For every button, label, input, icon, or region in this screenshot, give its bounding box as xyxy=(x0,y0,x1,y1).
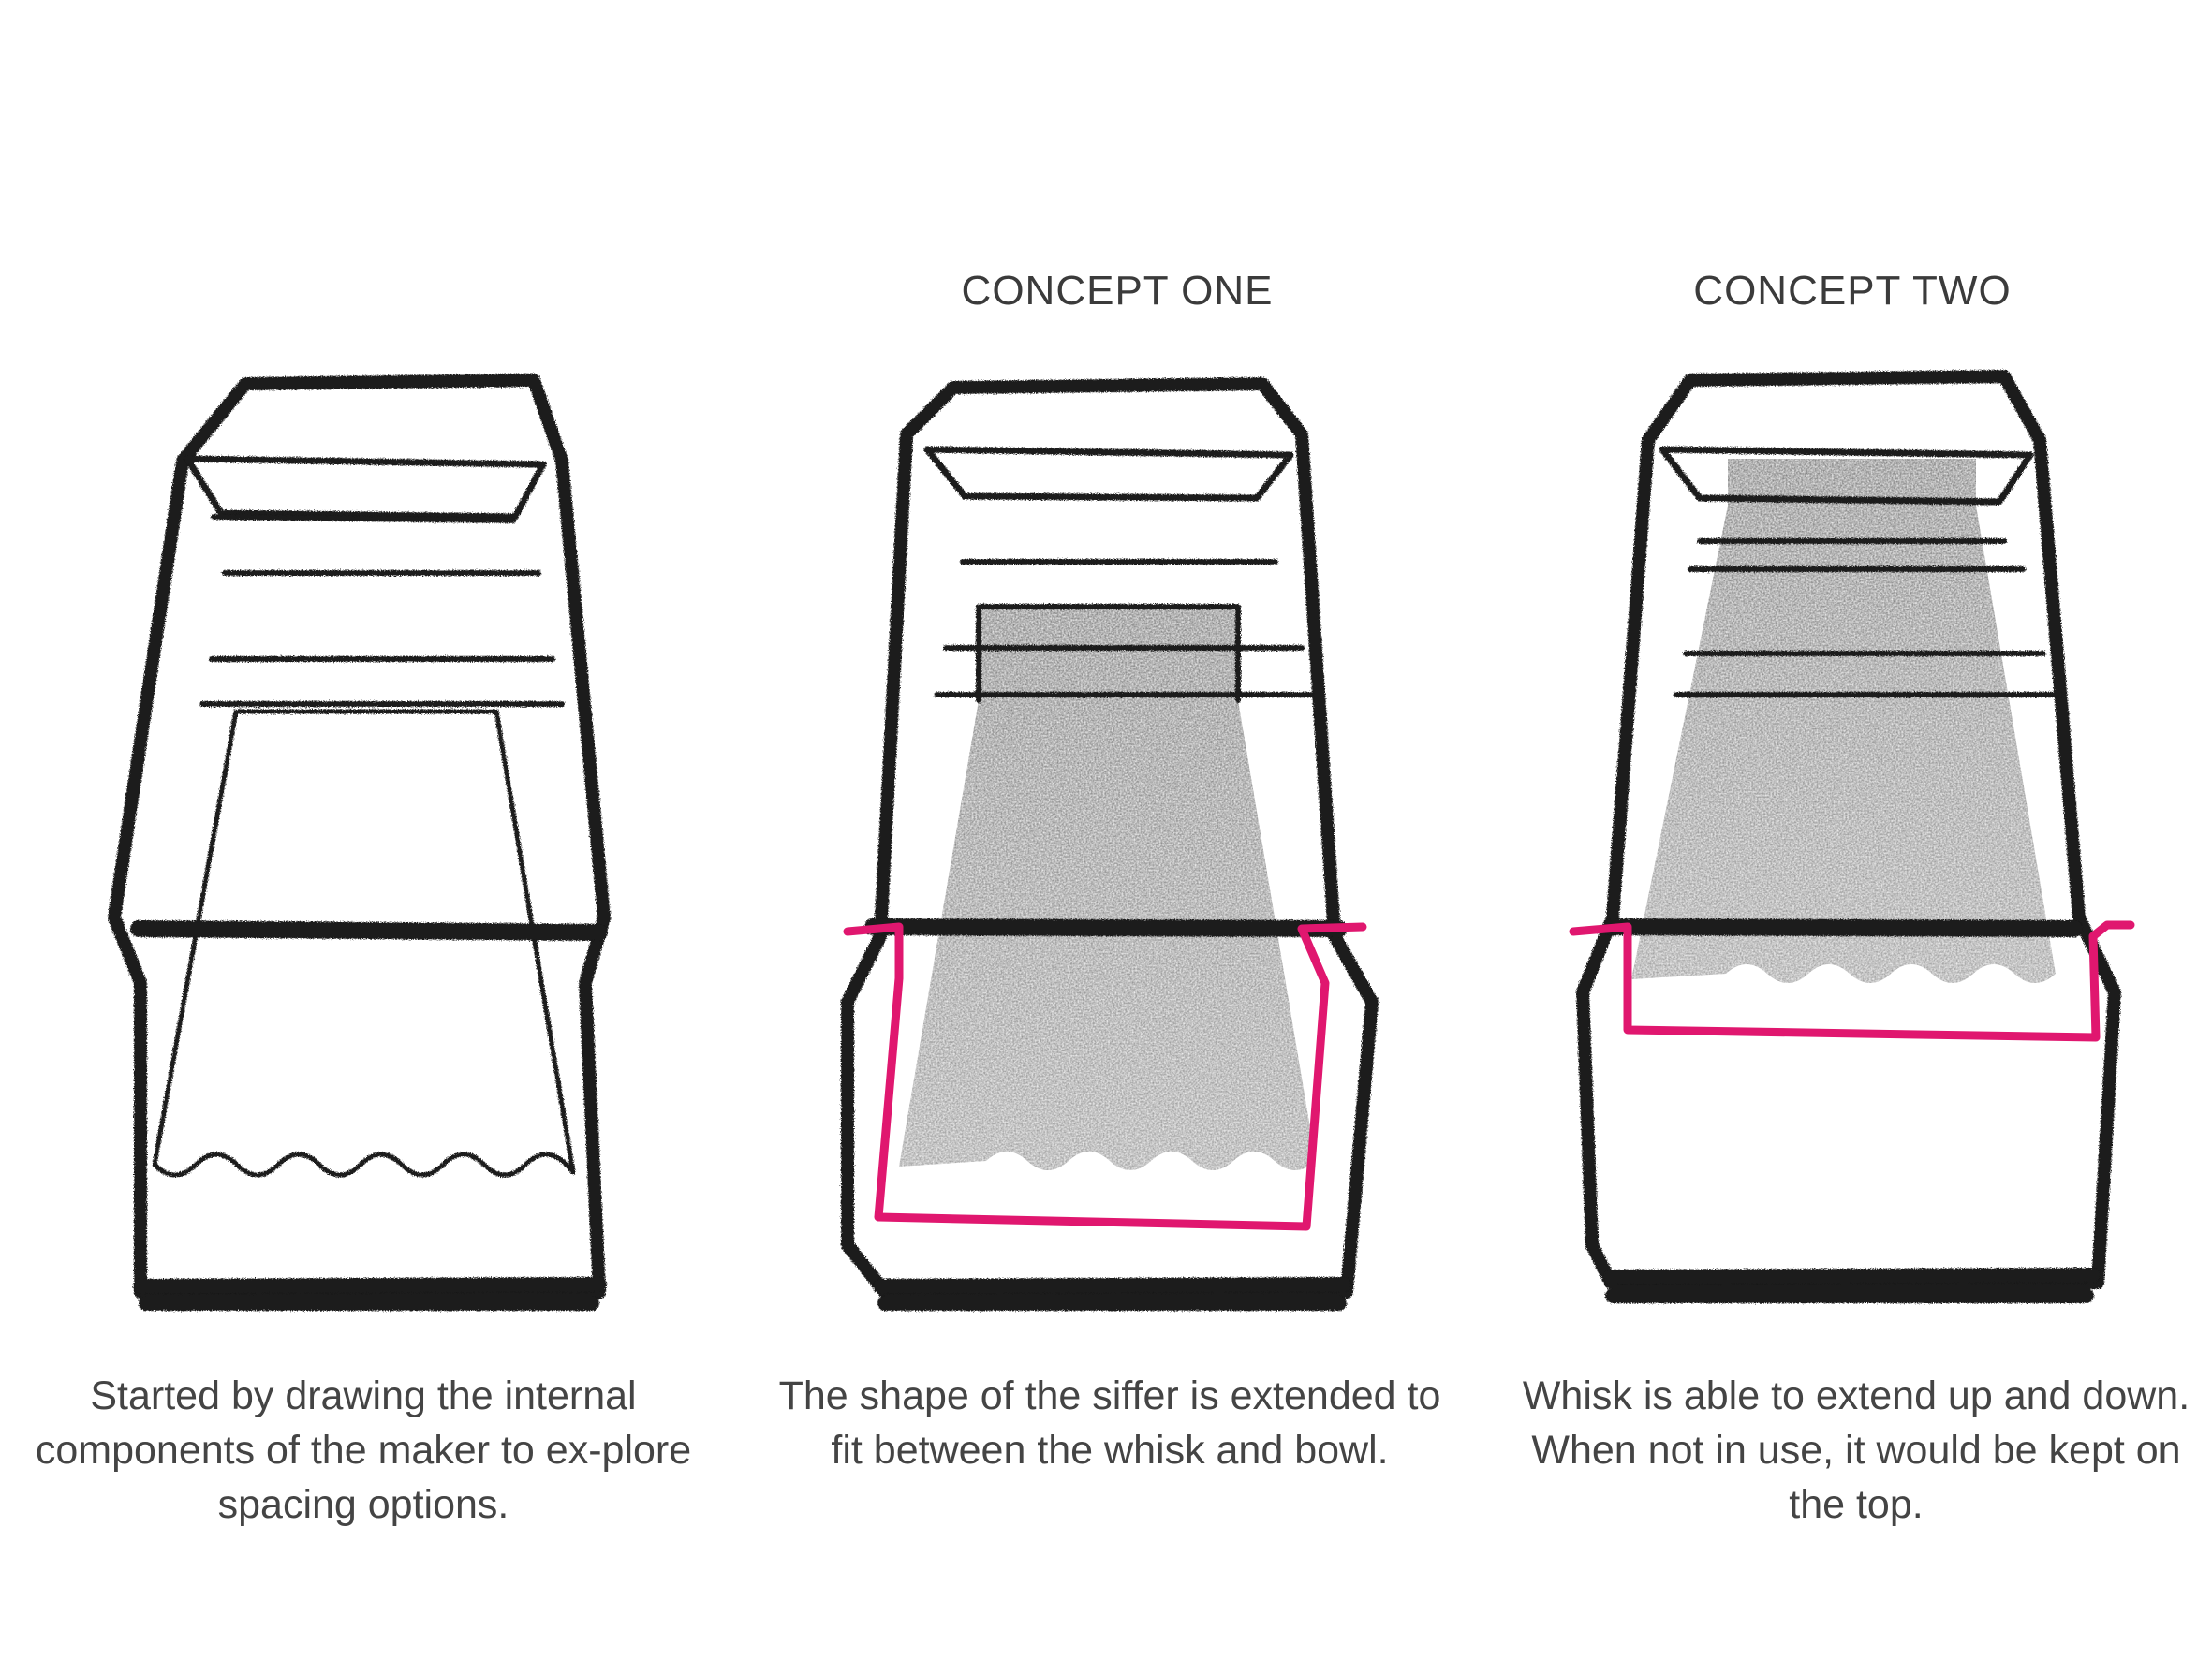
caption-concept-two: Whisk is able to extend up and down. Whe… xyxy=(1519,1369,2193,1532)
bowl-rim-3 xyxy=(1611,927,2074,929)
siffer-wave xyxy=(155,1154,573,1175)
internal-lines xyxy=(202,517,562,704)
whisk-shaded xyxy=(1631,459,2056,983)
bowl-rim xyxy=(139,929,599,932)
sketch-concept-one xyxy=(848,384,1372,1303)
lid-bevel xyxy=(187,459,543,517)
siffer-shaded xyxy=(899,607,1316,1170)
sketch-one xyxy=(114,380,604,1303)
bowl-rim-2 xyxy=(873,927,1339,929)
lid-bevel-2 xyxy=(927,449,1290,498)
heading-concept-two: CONCEPT TWO xyxy=(1525,268,2180,315)
sketch-concept-two xyxy=(1573,376,2131,1296)
caption-concept-one: The shape of the siffer is extended to f… xyxy=(773,1369,1447,1477)
siffer-outline xyxy=(155,712,573,1172)
caption-sketch-one: Started by drawing the internal componen… xyxy=(26,1369,700,1532)
heading-concept-one: CONCEPT ONE xyxy=(789,268,1445,315)
